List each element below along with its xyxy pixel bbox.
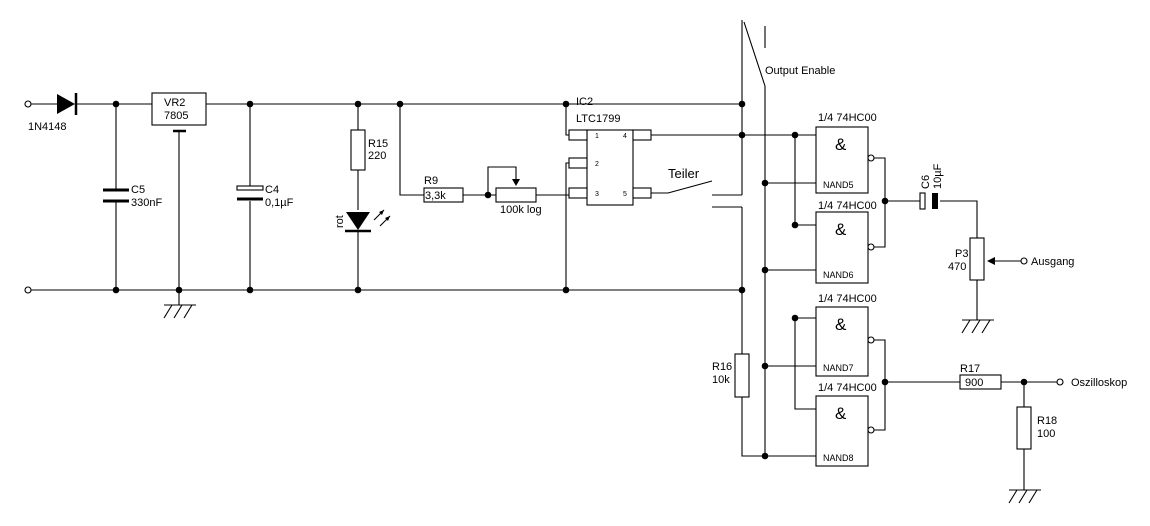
potentiometer-100k[interactable]: 100k log (487, 166, 569, 216)
input-terminal-ground[interactable] (24, 286, 32, 294)
ic2-ltc1799: IC2 LTC1799 1 2 3 4 5 (565, 96, 742, 290)
regulator-body (151, 92, 207, 126)
r9-ref: R9 (424, 175, 438, 187)
ic2-pin-3: 3 (595, 191, 599, 198)
p3-ref: P3 (955, 248, 968, 260)
c6-value: 10µF (932, 163, 944, 189)
regulator-vr2: VR2 7805 (151, 92, 207, 305)
nand6-part: 1/4 74HC00 (818, 200, 877, 212)
potentiometer-p3[interactable]: P3 470 Ausgang (948, 237, 1074, 281)
ic2-pin-4: 4 (623, 133, 627, 140)
output-label: Ausgang (1031, 256, 1074, 268)
c5-ref: C5 (131, 184, 145, 196)
output-terminal[interactable] (1020, 257, 1028, 265)
input-section (24, 100, 742, 294)
resistor-r17: R17 900 (959, 363, 1002, 390)
nand-input-wiring (742, 134, 816, 410)
r15-ref: R15 (368, 138, 388, 150)
nand8-body (815, 395, 869, 467)
input-terminal-positive[interactable] (24, 100, 32, 108)
output-enable-label: Output Enable (765, 65, 835, 77)
ic2-body (586, 129, 634, 206)
nand6-symbol: & (835, 220, 847, 239)
scope-terminal: Oszilloskop (1056, 377, 1127, 389)
nand5-body (815, 126, 869, 194)
nand8-name: NAND8 (823, 453, 854, 463)
r15-value: 220 (368, 150, 386, 162)
nand7-symbol: & (835, 315, 847, 334)
nand5-name: NAND5 (823, 180, 854, 190)
resistor-r16: R16 10k (712, 290, 816, 457)
ic2-pin-1: 1 (595, 133, 599, 140)
ground-symbol (961, 319, 994, 334)
ic2-ref: IC2 (576, 96, 593, 108)
r17-ref: R17 (960, 363, 980, 375)
output-network-upper: C6 10µF (874, 157, 978, 320)
capacitor-c4: C4 0,1µF (236, 104, 294, 290)
r17-value: 900 (965, 377, 983, 389)
scope-terminal-dot[interactable] (1056, 378, 1064, 386)
resistor-r9: R9 3,3k (399, 104, 488, 203)
ground-symbol (1008, 489, 1041, 504)
scope-label: Oszilloskop (1071, 377, 1127, 389)
nand6-body (815, 211, 869, 284)
c5-value: 330nF (131, 197, 162, 209)
divider-switch-label: Teiler (668, 166, 700, 181)
c4-ref: C4 (265, 184, 279, 196)
ic2-type: LTC1799 (576, 113, 620, 125)
resistor-r15: R15 220 (350, 104, 388, 290)
divider-switch[interactable]: Teiler (667, 166, 743, 290)
diode-label: 1N4148 (28, 121, 67, 133)
r16-ref: R16 (712, 361, 732, 373)
pot-label: 100k log (500, 204, 542, 216)
resistor-r18: R18 100 (1016, 382, 1057, 490)
nand7-part: 1/4 74HC00 (818, 293, 877, 305)
nand-gate-5: 1/4 74HC00 & NAND5 (815, 112, 877, 194)
regulator-type: 7805 (164, 110, 188, 122)
diode-1n4148: 1N4148 (28, 93, 78, 133)
nand8-symbol: & (835, 404, 847, 423)
nand7-name: NAND7 (823, 363, 854, 373)
r9-value: 3,3k (425, 190, 446, 202)
r18-ref: R18 (1037, 415, 1057, 427)
c4-value: 0,1µF (265, 197, 294, 209)
junction-dots (112, 100, 1028, 460)
p3-value: 470 (948, 261, 966, 273)
led-red: rot (334, 209, 391, 233)
regulator-ref: VR2 (164, 97, 185, 109)
r18-value: 100 (1037, 428, 1055, 440)
nand-gate-7: 1/4 74HC00 & NAND7 (815, 293, 877, 377)
ic2-pin-2: 2 (595, 161, 599, 168)
capacitor-c5: C5 330nF (103, 104, 162, 290)
nand8-part: 1/4 74HC00 (818, 382, 877, 394)
nand5-part: 1/4 74HC00 (818, 112, 877, 124)
nand-gate-6: 1/4 74HC00 & NAND6 (815, 200, 877, 284)
c6-ref: C6 (920, 175, 932, 189)
ground-symbol (163, 304, 196, 319)
nand5-symbol: & (835, 135, 847, 154)
nand6-name: NAND6 (823, 270, 854, 280)
ic2-pin-5: 5 (623, 191, 627, 198)
led-label: rot (334, 215, 346, 228)
nand-gate-8: 1/4 74HC00 & NAND8 (815, 382, 877, 467)
r16-value: 10k (712, 374, 730, 386)
